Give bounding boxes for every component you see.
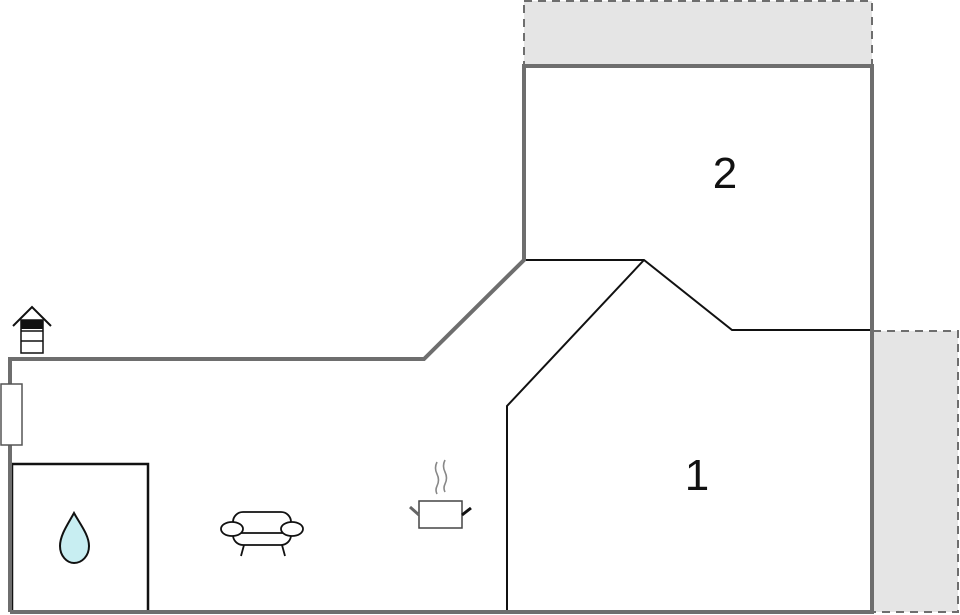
outer-wall-main [8,64,874,614]
terrace-top [523,0,873,66]
wall-room1-left [506,259,645,612]
window-icon [0,383,23,446]
inner-walls [10,259,872,614]
house-entrance-icon [12,305,52,354]
water-drop-icon [58,510,91,565]
cooking-pot-icon [409,459,472,529]
terrace-right [872,330,959,613]
wall-room2-bottom [524,259,872,331]
outer-walls [8,64,874,614]
sofa-icon [220,511,304,557]
room-1-label: 1 [685,451,709,500]
room-2-label: 2 [713,149,737,198]
